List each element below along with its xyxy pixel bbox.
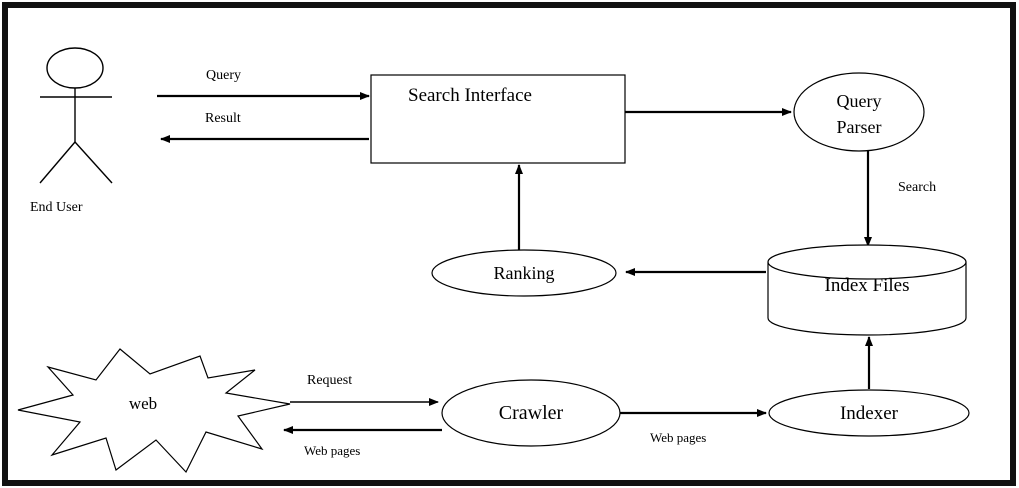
search-interface-box xyxy=(370,74,626,164)
result-edge-label: Result xyxy=(205,111,241,126)
query-parser-node xyxy=(793,72,925,152)
end-user-actor xyxy=(39,47,113,184)
query-parser-label-line1: Query xyxy=(837,91,882,111)
index-files-label: Index Files xyxy=(825,275,910,296)
web-pages-forward-label: Web pages xyxy=(650,430,706,445)
web-pages-return-label: Web pages xyxy=(304,443,360,458)
query-parser-label-line2: Parser xyxy=(837,117,882,137)
actor-right-leg xyxy=(74,141,113,184)
indexer-node xyxy=(768,389,970,437)
query-edge-label: Query xyxy=(206,68,241,83)
ranking-label: Ranking xyxy=(494,263,555,283)
end-user-label: End User xyxy=(30,200,83,215)
index-files-node xyxy=(767,244,967,336)
search-edge-label: Search xyxy=(898,180,936,195)
actor-left-leg xyxy=(39,141,76,184)
web-node xyxy=(17,348,291,474)
web-label: web xyxy=(129,394,157,413)
request-edge-label: Request xyxy=(307,373,352,388)
indexer-label: Indexer xyxy=(840,403,899,424)
ranking-node xyxy=(431,249,617,297)
crawler-label: Crawler xyxy=(499,402,564,424)
search-interface-label: Search Interface xyxy=(408,85,532,106)
